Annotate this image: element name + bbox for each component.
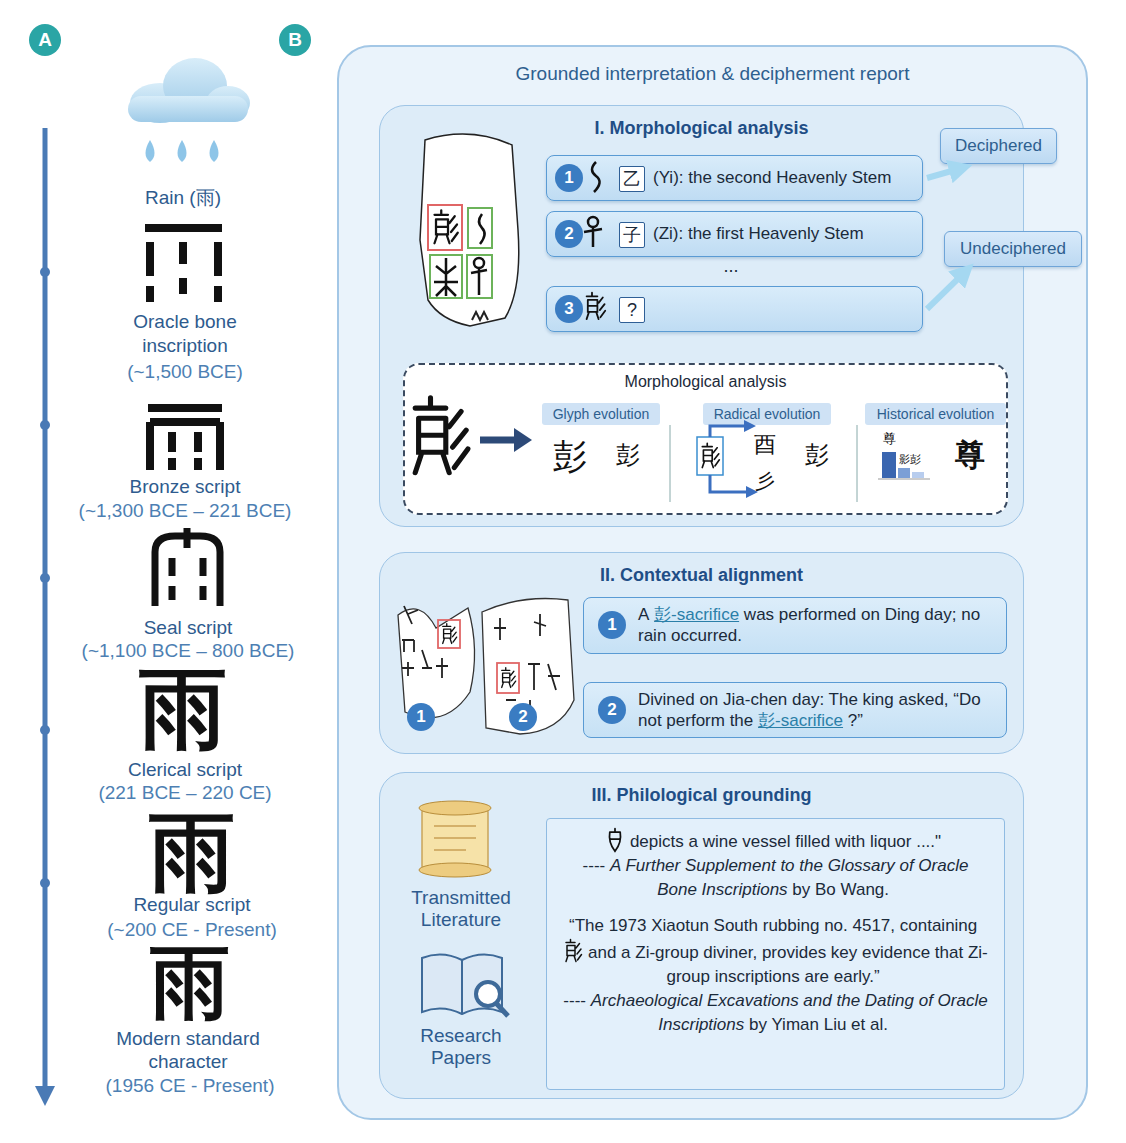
node-text: Deciphered [941,129,1056,162]
node-text: by Yiman Liu et al. [749,1015,888,1034]
node-text: 1 [598,611,626,639]
node-text: and a Zi-group diviner, provides key evi… [588,943,988,986]
rain-drops [146,140,219,162]
character-label: 雨 [150,942,230,1022]
character-label: 尊 [883,432,896,445]
text-label: Oracle bone inscription [90,310,280,358]
status-tag: Deciphered [940,128,1057,164]
ancient-glyphs [145,228,222,606]
character-label: 酉 [754,434,776,456]
date-label: (~1,300 BCE – 221 BCE) [79,500,292,522]
tab-label: Historical evolution [865,403,1006,425]
text-label: Bronze script [130,476,241,498]
character-label: 雨 [149,809,235,895]
text-label: Clerical script [128,759,242,781]
timeline [35,128,55,1106]
node-text: A Further Supplement to the Glossary of … [610,856,968,899]
node-text: 彭-sacrifice [758,711,843,730]
node-text: Grounded interpretation & decipherment r… [339,63,1086,85]
node-text: 1 [555,164,583,192]
character-label: 彭 [805,443,829,467]
character-box: 乙 [619,166,645,192]
character-label: 彭 [553,439,587,473]
context-fragments [398,599,574,735]
node-text: Historical evolution [865,403,1006,425]
node-text: ---- [583,856,606,875]
node-text: I. Morphological analysis [380,118,1023,139]
status-tag: Undeciphered [944,231,1082,267]
date-label: (~200 CE - Present) [107,919,277,941]
node-text: 2 [555,220,583,248]
text-label: Rain (雨) [145,185,221,211]
node-text: ?” [848,711,863,730]
status-arrow [927,168,962,178]
node-text: 3 [555,295,583,323]
node-text: (Zi): the first Heavenly Stem [653,224,864,244]
date-label: (221 BCE – 220 CE) [98,782,271,804]
text-label: Research Papers [401,1025,521,1069]
report-panel: Grounded interpretation & decipherment r… [337,45,1088,1120]
node-text: 子 [620,223,644,247]
section-box: II. Contextual alignmentA彭-sacrificewas … [379,552,1024,754]
callout-number: 1 [407,703,435,731]
cloud [128,58,250,123]
glyph-icon [605,827,625,853]
text-label: Regular script [133,894,250,916]
node-text: Morphological analysis [405,373,1006,391]
node-text: Glyph evolution [542,403,660,425]
text-label: Transmitted Literature [391,887,531,931]
tab-label: Glyph evolution [542,403,660,425]
character-row: 2 (Zi): the first Heavenly Stem 子 [546,211,923,257]
character-label: 彭 [616,443,640,467]
node-text: ---- [563,991,586,1010]
node-text: ? [620,298,644,322]
context-box: Divined on Jia-chen day: The king asked,… [583,682,1007,738]
bone-fragment [420,134,519,326]
tab-label: Radical evolution [703,403,831,425]
text-label: Seal script [144,617,233,639]
node-text: “The 1973 Xiaotun South rubbing no. 4517… [569,916,977,935]
node-text: 乙 [620,167,644,191]
node-text: II. Contextual alignment [380,565,1023,586]
character-box: 子 [619,222,645,248]
callout-number: B [279,24,311,56]
context-box: A彭-sacrificewas performed on Ding day; n… [583,597,1007,654]
character-label: 尊 [955,440,985,470]
callout-number: A [29,24,61,56]
character-box: ? [619,297,645,323]
text-flow: Divined on Jia-chen day: The king asked,… [638,689,996,731]
node-text: Radical evolution [703,403,831,425]
node-text: Undeciphered [945,232,1081,265]
text-flow: depicts a wine vessel filled with liquor… [561,827,990,1037]
date-label: (1956 CE - Present) [106,1075,275,1097]
node-text: by Bo Wang. [792,880,889,899]
callout-number: 2 [509,703,537,731]
character-label: 雨 [139,664,227,752]
date-label: (~1,100 BCE – 800 BCE) [82,640,295,662]
text-flow: A彭-sacrificewas performed on Ding day; n… [638,604,996,646]
glyph-icon [563,938,583,964]
character-label: 彡 [755,471,775,491]
text-label: ... [723,256,738,277]
node-text: A [638,605,649,624]
node-text: depicts a wine vessel filled with liquor… [630,832,941,851]
character-label: 影彭 [899,454,921,465]
node-text: 彭-sacrifice [654,605,739,624]
text-label: Modern standard character [88,1027,288,1073]
detail-panel: Morphological analysisGlyph evolution Rad… [403,363,1008,515]
book-icon [422,954,508,1016]
status-arrow [927,271,966,309]
morphology-drawing [415,398,930,502]
character-row: 1 (Yi): the second Heavenly Stem 乙 [546,155,923,201]
section-box: I. Morphological analysis 1 (Yi): the seco… [379,105,1024,527]
row-glyphs [584,162,605,319]
node-text: (Yi): the second Heavenly Stem [653,168,891,188]
node-text: 2 [598,696,626,724]
character-row: 3? [546,286,923,332]
date-label: (~1,500 BCE) [127,361,243,383]
node-text: III. Philological grounding [380,785,1023,806]
scroll-icon [419,801,491,877]
citation-box: depicts a wine vessel filled with liquor… [546,818,1005,1090]
